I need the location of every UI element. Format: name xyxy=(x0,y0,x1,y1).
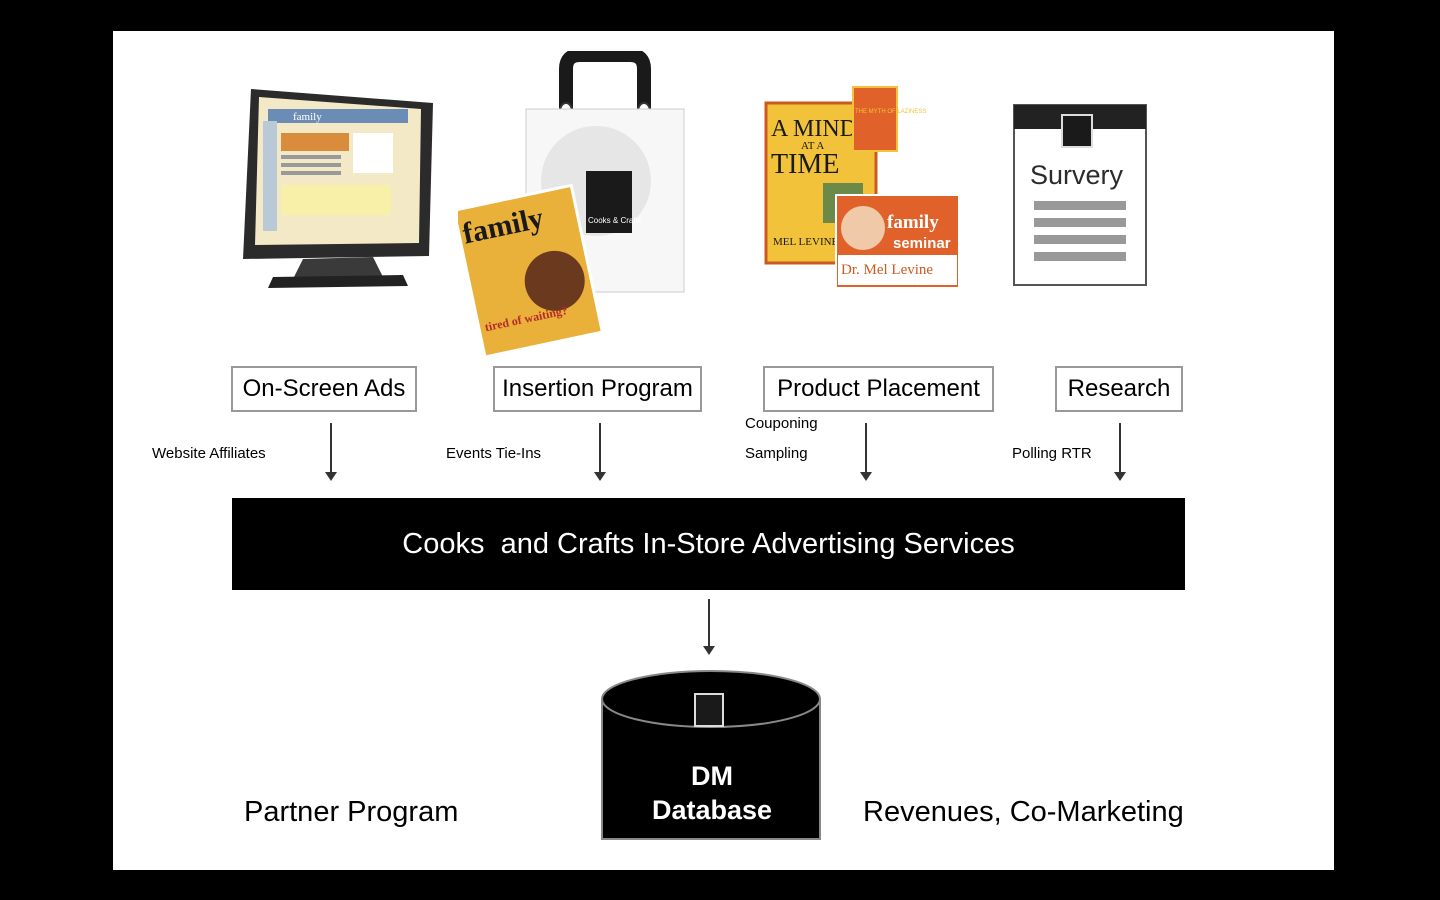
research-box: Research xyxy=(1055,366,1183,412)
monitor-icon: family xyxy=(243,89,433,288)
database-line1: DM xyxy=(691,761,733,791)
monitor-screen-text: family xyxy=(293,111,322,123)
database-line2: Database xyxy=(651,795,773,825)
website-affiliates-label: Website Affiliates xyxy=(152,445,266,462)
on-screen-ads-box: On-Screen Ads xyxy=(231,366,417,412)
couponing-label: Couponing xyxy=(745,415,818,432)
seminar-line2: seminar xyxy=(893,235,951,252)
database-label: DM Database xyxy=(599,759,825,827)
polling-rtr-label: Polling RTR xyxy=(1012,445,1092,462)
insertion-program-box: Insertion Program xyxy=(493,366,702,412)
product-placement-box: Product Placement xyxy=(763,366,994,412)
seminar-name: Dr. Mel Levine xyxy=(841,262,933,278)
survey-document-icon: Survery xyxy=(1013,104,1147,286)
arrow-database xyxy=(703,599,715,655)
arrow-research xyxy=(1114,423,1126,481)
survey-title: Survery xyxy=(1030,160,1124,190)
arrow-onscreen xyxy=(325,423,337,481)
arrow-insertion xyxy=(594,423,606,481)
book-title-line2: AT A xyxy=(801,140,824,152)
book-title-line3: TIME xyxy=(771,149,839,180)
slide: family Cooks & Crafts family tired of wa… xyxy=(113,31,1334,870)
partner-program-label: Partner Program xyxy=(244,796,459,828)
arrow-placement xyxy=(860,423,872,481)
events-tie-ins-label: Events Tie-Ins xyxy=(446,445,542,462)
database-cylinder-icon xyxy=(601,670,821,840)
book-author: MEL LEVINE xyxy=(773,236,839,248)
book-title-line1: A MIND xyxy=(771,116,857,142)
shopping-bag-icon: Cooks & Crafts family tired of waiting? xyxy=(458,51,685,356)
book2-title: THE MYTH OF LAZINESS xyxy=(855,109,926,115)
revenues-label: Revenues, Co-Marketing xyxy=(863,796,1184,828)
seminar-line1: family xyxy=(887,212,939,233)
bag-logo: Cooks & Crafts xyxy=(588,216,642,225)
sampling-label: Sampling xyxy=(745,445,808,462)
services-bar: Cooks and Crafts In-Store Advertising Se… xyxy=(232,498,1185,590)
books-icon: A MIND AT A TIME MEL LEVINE THE MYTH OF … xyxy=(764,86,960,289)
